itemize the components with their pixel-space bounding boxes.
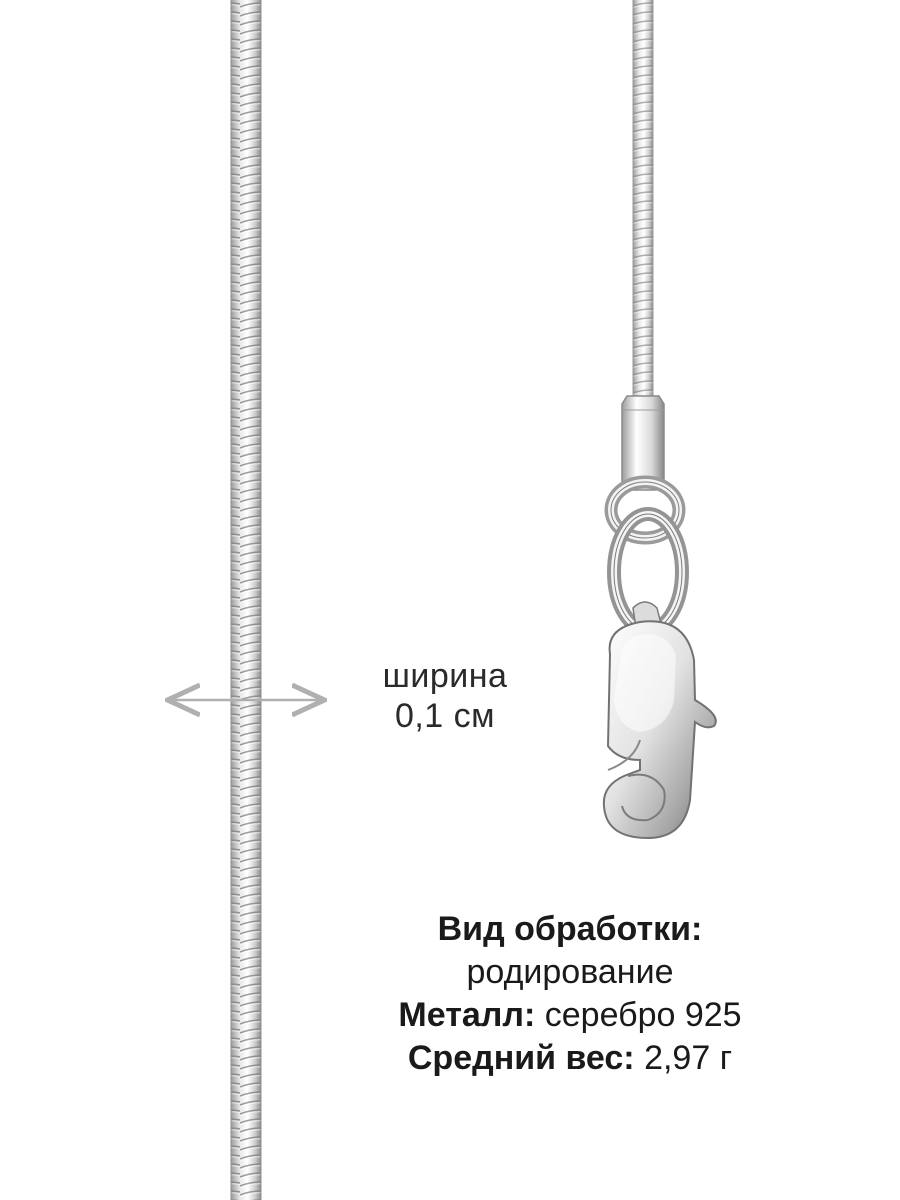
spec-finish-value: родирование	[466, 953, 674, 991]
spec-metal-value: серебро 925	[544, 996, 742, 1034]
spec-finish-key: Вид обработки:	[437, 910, 703, 948]
width-label: ширина 0,1 см	[340, 656, 550, 736]
snake-chain-right	[632, 0, 654, 398]
width-label-title: ширина	[382, 657, 508, 695]
spec-metal-key: Металл:	[398, 996, 536, 1034]
spec-weight-key: Средний вес:	[407, 1039, 635, 1077]
spec-weight-value: 2,97 г	[644, 1039, 733, 1077]
spec-finish-value-line: родирование	[300, 951, 840, 994]
jump-ring	[604, 475, 686, 545]
spec-finish-key-line: Вид обработки:	[300, 908, 840, 951]
width-label-value: 0,1 см	[394, 697, 496, 735]
spec-metal-line: Металл: серебро 925	[300, 994, 840, 1037]
snake-chain-left	[230, 0, 262, 1200]
spec-weight-line: Средний вес: 2,97 г	[300, 1037, 840, 1080]
lobster-clasp-icon	[602, 601, 717, 840]
product-specs: Вид обработки: родирование Металл: сереб…	[300, 908, 840, 1080]
